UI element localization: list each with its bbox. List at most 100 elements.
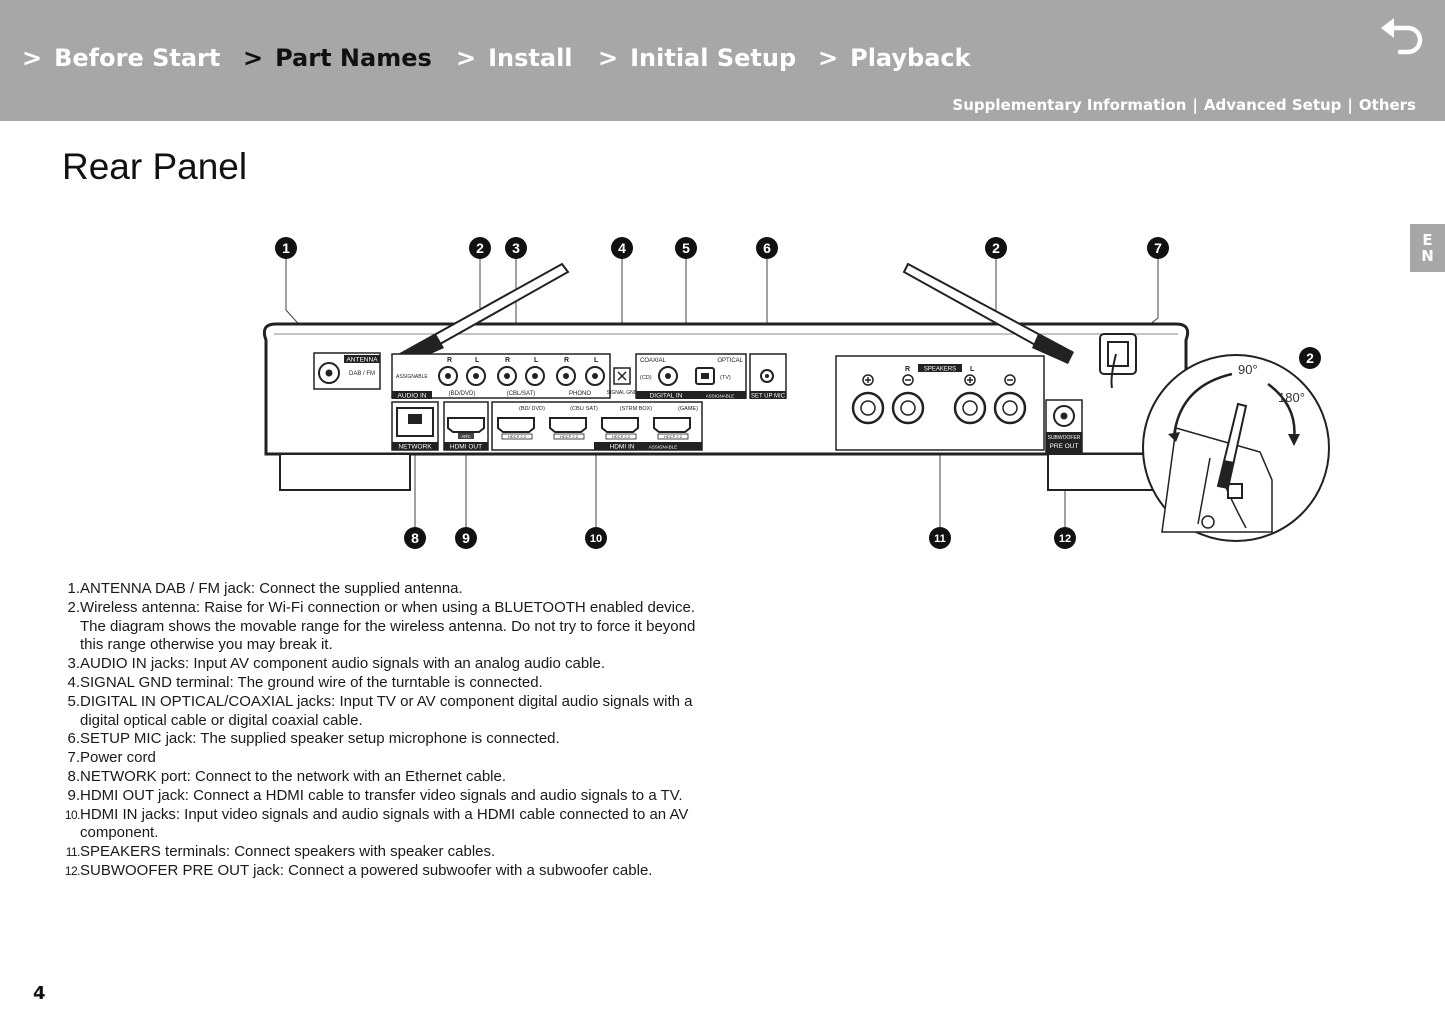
- antenna-rotation-detail: 90° 180°: [1142, 354, 1330, 542]
- back-button[interactable]: [1378, 14, 1428, 56]
- cbl-sat-label: (CBL/SAT): [507, 391, 536, 397]
- l-label: L: [594, 357, 599, 364]
- item-text: SIGNAL GND terminal: The ground wire of …: [80, 673, 543, 691]
- item-text: AUDIO IN jacks: Input AV component audio…: [80, 655, 606, 673]
- angle-90-label: 90°: [1238, 362, 1258, 377]
- item-number: 4.: [67, 673, 80, 691]
- list-item: 11.SPEAKERS terminals: Connect speakers …: [62, 843, 722, 862]
- rear-panel-diagram: ANTENNA DAB / FM ASSIGNABLE AUDIO IN R L…: [262, 237, 1330, 549]
- angle-180-label: 180°: [1278, 390, 1305, 405]
- item-text: Power cord: [80, 749, 156, 767]
- callout-2-right: 2: [985, 237, 1007, 259]
- assignable-label: ASSIGNABLE: [706, 394, 735, 399]
- item-number: 5.: [67, 692, 80, 710]
- link-others[interactable]: Others: [1358, 96, 1416, 114]
- setup-mic-jack[interactable]: SET UP MIC: [749, 353, 787, 400]
- nav-label: Before Start: [54, 44, 221, 72]
- list-item: 5.DIGITAL IN OPTICAL/COAXIAL jacks: Inpu…: [62, 693, 722, 731]
- separator: |: [1192, 96, 1198, 114]
- assignable-label: ASSIGNABLE: [649, 445, 678, 450]
- signal-gnd-terminal[interactable]: SIGNAL GND: [607, 367, 638, 396]
- nav-part-names[interactable]: > Part Names: [243, 44, 432, 72]
- callout-2: 2: [469, 237, 491, 259]
- item-number: 6.: [67, 730, 80, 748]
- hdmi-in-jacks[interactable]: (BD/ DVD) (CBL/ SAT) (STRM BOX) (GAME) H…: [491, 401, 703, 451]
- callout-2-detail: 2: [1299, 347, 1321, 369]
- language-tab[interactable]: E N: [1410, 224, 1445, 272]
- item-number: 11.: [65, 845, 81, 860]
- callout-3: 3: [505, 237, 527, 259]
- item-text: DIGITAL IN OPTICAL/COAXIAL jacks: Input …: [80, 692, 693, 729]
- callout-5: 5: [675, 237, 697, 259]
- item-text: NETWORK port: Connect to the network wit…: [80, 767, 507, 785]
- list-item: 7.Power cord: [62, 749, 722, 768]
- audio-in-label: AUDIO IN: [398, 393, 427, 400]
- list-item: 6.SETUP MIC jack: The supplied speaker s…: [62, 730, 722, 749]
- callout-number: 2: [1306, 350, 1314, 366]
- hdcp-label: HDCP 2.2: [612, 434, 631, 439]
- hdmi-in2-label: (CBL/ SAT): [570, 406, 598, 412]
- nav-playback[interactable]: >Playback: [818, 44, 971, 72]
- nav-chevron: >: [456, 44, 477, 72]
- subwoofer-label: SUBWOOFER: [1048, 435, 1081, 441]
- hdmi-in4-label: (GAME): [678, 406, 698, 412]
- link-supplementary-information[interactable]: Supplementary Information: [952, 96, 1187, 114]
- hdmi-in-label: HDMI IN: [610, 444, 635, 451]
- setup-mic-label: SET UP MIC: [751, 394, 786, 400]
- callout-number: 1: [282, 240, 290, 256]
- callout-number: 6: [763, 240, 771, 256]
- network-port[interactable]: NETWORK: [391, 401, 439, 451]
- link-advanced-setup[interactable]: Advanced Setup: [1203, 96, 1342, 114]
- wireless-antenna-right[interactable]: [902, 262, 1074, 364]
- nav-initial-setup[interactable]: >Initial Setup: [598, 44, 796, 72]
- separator: |: [1347, 96, 1353, 114]
- callout-number: 10: [590, 533, 602, 545]
- coaxial-label: COAXIAL: [640, 358, 667, 364]
- hdmi-in3-label: (STRM BOX): [620, 406, 653, 412]
- callout-4: 4: [611, 237, 633, 259]
- item-text: ANTENNA DAB / FM jack: Connect the suppl…: [80, 580, 463, 597]
- antenna-dab-fm-jack[interactable]: ANTENNA DAB / FM: [313, 352, 381, 390]
- callout-number: 9: [462, 530, 470, 546]
- nav-label: Part Names: [275, 44, 432, 72]
- description-list: 1.ANTENNA DAB / FM jack: Connect the sup…: [62, 580, 722, 881]
- page-title: Rear Panel: [62, 146, 248, 187]
- item-number: 10.: [64, 807, 81, 822]
- digital-in-jacks[interactable]: COAXIAL OPTICAL (CD) (TV) DIGITAL IN ASS…: [635, 353, 747, 400]
- list-item: 4.SIGNAL GND terminal: The ground wire o…: [62, 674, 722, 693]
- nav-before-start[interactable]: >Before Start: [22, 44, 220, 72]
- hdmi-out-jack[interactable]: ARC HDMI OUT: [443, 401, 489, 451]
- item-number: 1.: [67, 580, 80, 597]
- item-text: SETUP MIC jack: The supplied speaker set…: [80, 730, 560, 748]
- item-text: SPEAKERS terminals: Connect speakers wit…: [80, 843, 496, 861]
- item-text: HDMI OUT jack: Connect a HDMI cable to t…: [80, 786, 683, 804]
- tv-label: (TV): [720, 375, 731, 381]
- callout-number: 8: [411, 530, 419, 546]
- hdcp-label: HDCP 2.2: [664, 434, 683, 439]
- pre-out-label: PRE OUT: [1050, 443, 1079, 450]
- subwoofer-pre-out-jack[interactable]: SUBWOOFER PRE OUT: [1045, 399, 1083, 453]
- l-label: L: [475, 357, 480, 364]
- callout-markers: 1 2 3 4 5 6 2 7 8 9 10 11 12 2: [275, 237, 1321, 549]
- callout-8: 8: [404, 527, 426, 549]
- hdcp-label: HDCP 2.2: [508, 434, 527, 439]
- callout-number: 5: [682, 240, 690, 256]
- digital-in-label: DIGITAL IN: [650, 393, 683, 400]
- nav-chevron: >: [243, 44, 264, 72]
- nav-install[interactable]: >Install: [456, 44, 573, 72]
- speaker-terminals[interactable]: R SPEAKERS L: [835, 355, 1045, 451]
- list-item: 3.AUDIO IN jacks: Input AV component aud…: [62, 655, 722, 674]
- hdcp-label: HDCP 2.2: [560, 434, 579, 439]
- callout-1: 1: [275, 237, 297, 259]
- dab-fm-label: DAB / FM: [349, 371, 375, 377]
- l-label: L: [534, 357, 539, 364]
- network-label: NETWORK: [398, 444, 432, 451]
- nav-chevron: >: [598, 44, 619, 72]
- item-number: 8.: [67, 767, 80, 785]
- item-number: 12.: [64, 863, 81, 878]
- list-item: 8.NETWORK port: Connect to the network w…: [62, 768, 722, 787]
- audio-in-jacks[interactable]: ASSIGNABLE AUDIO IN R L R L R L (BD/DVD)…: [391, 353, 611, 400]
- item-number: 3.: [67, 655, 80, 673]
- bd-dvd-label: (BD/DVD): [449, 391, 476, 397]
- item-number: 9.: [67, 786, 80, 804]
